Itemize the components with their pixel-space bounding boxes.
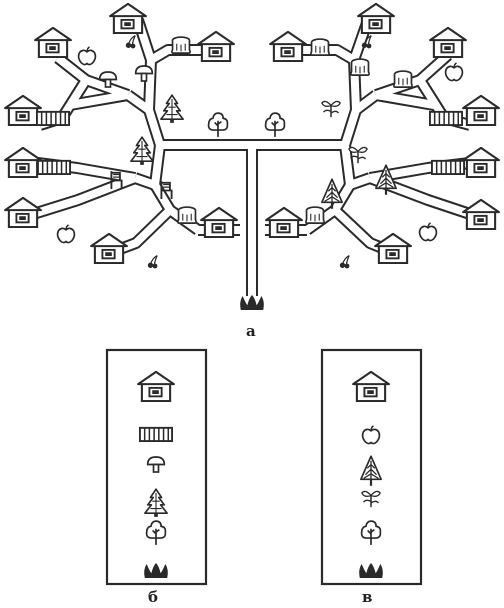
stump-icon (170, 36, 192, 54)
house-icon (462, 146, 500, 178)
apple-icon (56, 224, 76, 244)
flower-icon (321, 100, 341, 118)
cherry-icon (339, 254, 350, 269)
house-icon (200, 206, 238, 238)
label-b: б (148, 588, 159, 606)
fence-icon (36, 110, 70, 126)
apple-icon (444, 62, 464, 82)
house-icon (197, 30, 235, 62)
fence-icon (431, 159, 465, 175)
house-icon (4, 196, 42, 228)
spruce-icon (130, 136, 154, 166)
stump-icon (304, 206, 326, 224)
road-segment-core (148, 46, 212, 64)
road-segment-core (28, 174, 137, 219)
stump-icon (349, 58, 371, 76)
house-icon (109, 2, 147, 34)
house-icon (4, 146, 42, 178)
label-a: а (246, 322, 256, 340)
road-segment-core (341, 91, 379, 147)
stump-icon (176, 206, 198, 224)
road-segment-core (375, 91, 435, 109)
stump-icon (309, 38, 331, 56)
house-icon (265, 206, 303, 238)
house-icon (4, 94, 42, 126)
road-segment-core (290, 46, 357, 64)
house-icon (90, 232, 128, 264)
deciduous-tree-icon (264, 112, 286, 138)
house-icon (269, 30, 307, 62)
apple-icon (77, 46, 97, 66)
grass-tuft-icon (240, 295, 264, 310)
road-segment-core (69, 91, 129, 109)
fence-icon (37, 159, 71, 175)
house-icon (357, 2, 395, 34)
spruce-icon (160, 94, 184, 124)
cherry-icon (147, 254, 158, 269)
stump-icon (392, 70, 414, 88)
fence-icon (139, 426, 173, 442)
house-icon (374, 232, 412, 264)
house-icon (429, 26, 467, 58)
apple-icon (418, 222, 438, 242)
house-icon (462, 198, 500, 230)
cherry-icon (125, 34, 136, 49)
deciduous-tree-icon (207, 112, 229, 138)
house-icon (34, 26, 72, 58)
house-icon (462, 94, 500, 126)
label-v: в (362, 588, 373, 606)
fence-icon (429, 110, 463, 126)
